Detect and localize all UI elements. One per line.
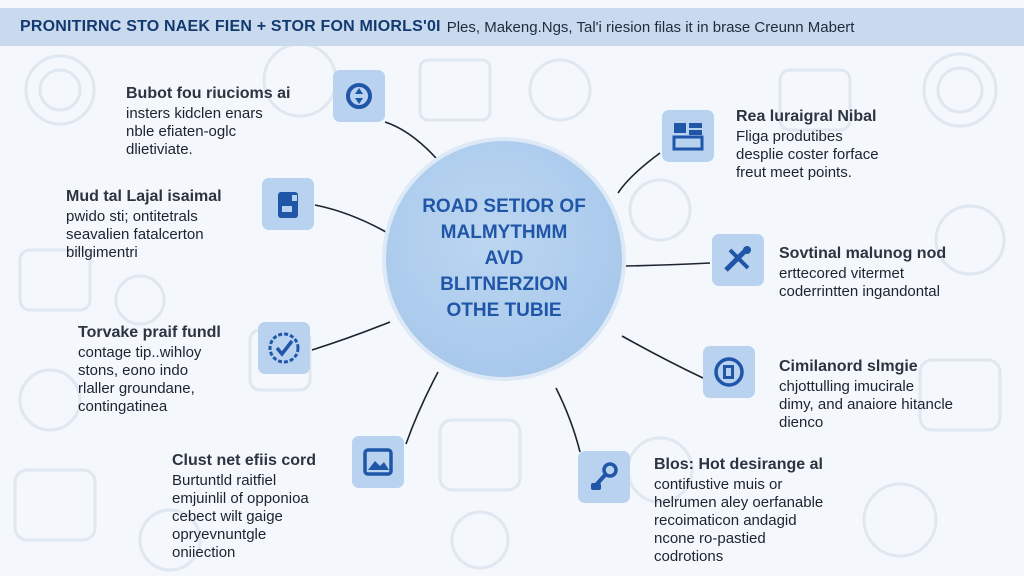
node-4-text: Clust net efiis cord Burtuntld raitfiel … — [172, 452, 347, 562]
refresh-gear-icon — [333, 70, 385, 122]
hub-line: ROAD SETIOR OF — [422, 196, 586, 217]
target-icon — [703, 346, 755, 398]
node-2-text: Mud tal Lajal isaimal pwido sti; ontitet… — [66, 188, 256, 262]
central-hub: ROAD SETIOR OF MALMYTHMM AVD BLITNERZION… — [382, 137, 626, 381]
node-2-title: Mud tal Lajal isaimal — [66, 188, 222, 205]
header-title: PRONITIRNC STO NAEK FIEN + STOR FON MIOR… — [20, 18, 441, 35]
node-3-title: Torvake praif fundl — [78, 324, 221, 341]
node-3-line: contage tip..wihloy — [78, 344, 202, 361]
robot-arm-icon — [578, 451, 630, 503]
checkmark-badge-icon — [258, 322, 310, 374]
node-7-line: chjottulling imucirale — [779, 378, 915, 395]
node-8-line: recoimaticon andagid — [654, 512, 797, 529]
image-frame-icon — [352, 436, 404, 488]
dashboard-panel-icon — [662, 110, 714, 162]
node-2-line: billgimentri — [66, 244, 138, 261]
hub-line: BLITNERZION — [440, 274, 568, 295]
node-4-line: opryevnuntgle — [172, 526, 267, 543]
node-8-line: ncone ro-pastied — [654, 530, 766, 547]
link-3 — [311, 321, 391, 351]
header-subtitle: Ples, Makeng.Ngs, Tal'i riesion filas it… — [446, 18, 855, 36]
hub-line: OTHE TUBIE — [446, 300, 562, 321]
node-7-text: Cimilanord slmgie chjottulling imucirale… — [779, 358, 999, 432]
node-3-line: stons, eono indo — [78, 362, 189, 379]
node-6-text: Sovtinal malunog nod erttecored vitermet… — [779, 245, 994, 301]
node-4-title: Clust net efiis cord — [172, 452, 317, 469]
node-5-line: desplie coster forface — [736, 146, 879, 163]
node-1-line: nble efiaten-oglc — [126, 123, 237, 140]
node-8-text: Blos: Hot desirange al contifustive muis… — [654, 456, 864, 566]
node-1-title: Bubot fou riucioms ai — [126, 85, 291, 102]
node-5-title: Rea luraigral Nibal — [736, 108, 877, 125]
node-6-title: Sovtinal malunog nod — [779, 245, 947, 262]
node-6-line: erttecored vitermet — [779, 265, 905, 282]
node-5-line: freut meet points. — [736, 164, 852, 181]
node-5-text: Rea luraigral Nibal Fliga produtibes des… — [736, 108, 936, 182]
node-6-line: coderrintten ingandontal — [779, 283, 940, 300]
node-2-line: seavalien fatalcerton — [66, 226, 204, 243]
node-7-line: dienco — [779, 414, 824, 431]
link-6 — [625, 262, 711, 267]
link-5 — [617, 152, 661, 194]
node-4-line: emjuinlil of opponioa — [172, 490, 309, 507]
header-bar: PRONITIRNC STO NAEK FIEN + STOR FON MIOR… — [0, 8, 1024, 46]
node-3-line: contingatinea — [78, 398, 168, 415]
node-8-line: contifustive muis or — [654, 476, 783, 493]
node-8-title: Blos: Hot desirange al — [654, 456, 823, 473]
node-7-line: dimy, and anaiore hitancle — [779, 396, 953, 413]
link-4 — [405, 371, 439, 445]
link-2 — [314, 204, 387, 233]
video-camera-icon — [262, 178, 314, 230]
node-5-line: Fliga produtibes — [736, 128, 843, 145]
node-3-line: rlaller groundane, — [78, 380, 195, 397]
tools-icon — [712, 234, 764, 286]
node-1-line: dlietiviate. — [126, 141, 193, 158]
link-8 — [555, 387, 581, 453]
node-7-title: Cimilanord slmgie — [779, 358, 918, 375]
node-8-line: helrumen aley oerfanable — [654, 494, 824, 511]
link-1 — [384, 121, 437, 159]
hub-line: AVD — [484, 248, 524, 269]
node-4-line: oniiection — [172, 544, 236, 561]
node-3-text: Torvake praif fundl contage tip..wihloy … — [78, 324, 253, 416]
node-4-line: Burtuntld raitfiel — [172, 472, 277, 489]
node-8-line: codrotions — [654, 548, 724, 565]
link-7 — [621, 335, 704, 379]
node-4-line: cebect wilt gaige — [172, 508, 283, 525]
hub-line: MALMYTHMM — [440, 222, 568, 243]
node-1-line: insters kidclen enars — [126, 105, 263, 122]
node-1-text: Bubot fou riucioms ai insters kidclen en… — [96, 85, 314, 159]
node-2-line: pwido sti; ontitetrals — [66, 208, 198, 225]
